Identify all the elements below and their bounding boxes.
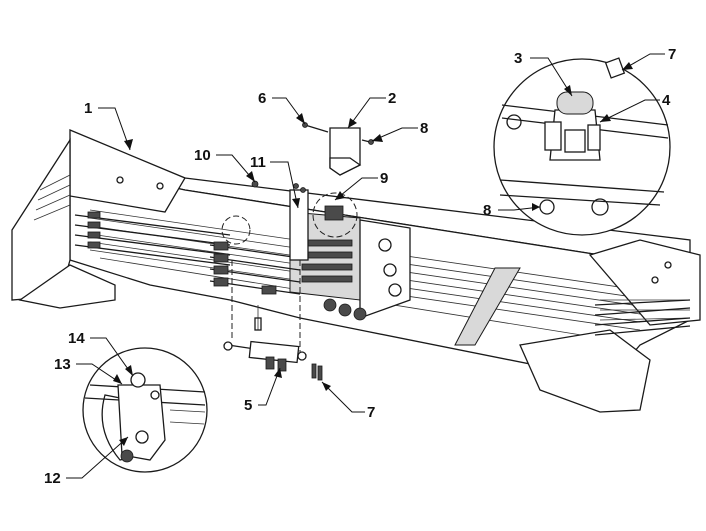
callout-14: 14	[68, 330, 85, 347]
callout-6: 6	[258, 90, 266, 107]
callout-8-top: 8	[420, 120, 428, 137]
callout-3: 3	[514, 50, 522, 67]
callout-4: 4	[662, 92, 671, 109]
sensor-bracket	[302, 122, 374, 176]
callout-1: 1	[84, 100, 92, 117]
header-frame	[11, 129, 701, 413]
detail-view-bottom-left	[82, 347, 208, 473]
hydraulic-cylinder	[223, 340, 323, 381]
valve-assembly	[209, 180, 411, 352]
callout-7-top: 7	[668, 46, 676, 63]
detail-view-top-right	[493, 57, 671, 236]
callout-8-bottom: 8	[483, 202, 491, 219]
callout-9: 9	[380, 170, 388, 187]
callout-leaders	[66, 53, 665, 479]
callout-7-bottom: 7	[367, 404, 375, 421]
callout-2: 2	[388, 90, 396, 107]
callout-10: 10	[194, 147, 211, 164]
callout-labels: 1 2 3 4 5 6 7 7 8 8 9 10 11 12 13 14	[44, 46, 676, 487]
callout-5: 5	[244, 397, 252, 414]
callout-13: 13	[54, 356, 71, 373]
callout-12: 12	[44, 470, 61, 487]
callout-11: 11	[250, 154, 266, 171]
